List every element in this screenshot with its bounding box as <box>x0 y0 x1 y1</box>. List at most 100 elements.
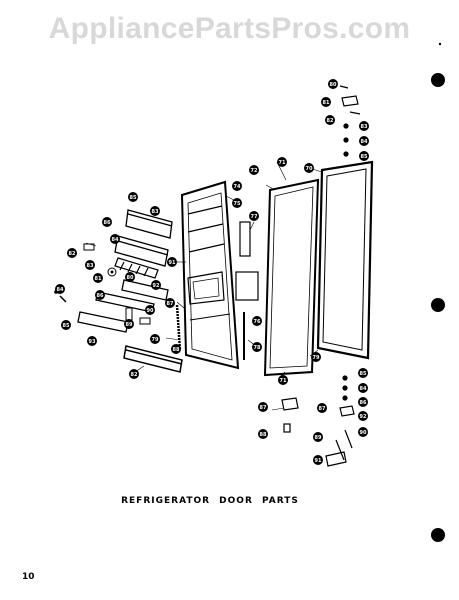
callout-86c: 86 <box>358 397 368 407</box>
svg-text:84: 84 <box>57 287 64 293</box>
callout-89: 89 <box>124 319 134 329</box>
svg-text:89: 89 <box>126 322 133 328</box>
callout-83c: 83 <box>85 260 95 270</box>
callout-79: 79 <box>311 352 321 362</box>
part-callouts: 80 81 82 83 84 85 72 71 70 74 75 77 76 7… <box>55 79 369 465</box>
shelf-knob-81 <box>107 267 117 277</box>
binder-hole-bottom <box>431 528 445 542</box>
svg-text:85: 85 <box>360 371 367 377</box>
svg-text:70: 70 <box>306 166 313 172</box>
svg-text:81: 81 <box>95 276 102 282</box>
svg-text:91: 91 <box>315 458 322 464</box>
svg-text:85: 85 <box>63 323 70 329</box>
svg-text:86: 86 <box>104 220 111 226</box>
door-shelf-bottom <box>123 345 183 373</box>
callout-80: 80 <box>328 79 338 89</box>
lower-hinge-parts <box>281 375 355 467</box>
callout-88b: 88 <box>258 429 268 439</box>
callout-90: 90 <box>145 305 155 315</box>
svg-text:71: 71 <box>280 378 287 384</box>
svg-text:82: 82 <box>131 372 138 378</box>
callout-83: 83 <box>359 121 369 131</box>
callout-76: 76 <box>252 316 262 326</box>
callout-85c: 85 <box>61 320 71 330</box>
callout-77: 77 <box>249 211 259 221</box>
svg-text:80: 80 <box>127 275 134 281</box>
svg-text:90: 90 <box>360 430 367 436</box>
svg-text:89: 89 <box>315 435 322 441</box>
svg-text:77: 77 <box>251 214 258 220</box>
callout-92b: 92 <box>358 411 368 421</box>
svg-text:86: 86 <box>97 293 104 299</box>
callout-82c: 82 <box>129 369 139 379</box>
callout-89b: 89 <box>313 432 323 442</box>
svg-text:76: 76 <box>254 319 261 325</box>
callout-78: 78 <box>252 342 262 352</box>
door-shelf-2 <box>114 235 169 267</box>
callout-91b: 91 <box>313 455 323 465</box>
svg-text:71: 71 <box>279 160 286 166</box>
svg-text:92: 92 <box>153 283 160 289</box>
svg-text:84: 84 <box>360 386 367 392</box>
svg-text:74: 74 <box>234 184 241 190</box>
upper-hinge-parts <box>339 85 361 157</box>
svg-text:83: 83 <box>87 263 94 269</box>
door-shelf-bar <box>77 311 129 333</box>
svg-text:91: 91 <box>169 260 176 266</box>
page-number: 10 <box>22 572 35 582</box>
diagram-caption: REFRIGERATOR DOOR PARTS <box>121 496 299 506</box>
callout-92: 92 <box>151 280 161 290</box>
svg-text:92: 92 <box>360 414 367 420</box>
callout-79b: 79 <box>150 334 160 344</box>
callout-72: 72 <box>249 165 259 175</box>
callout-75: 75 <box>232 198 242 208</box>
svg-text:85: 85 <box>130 195 137 201</box>
svg-text:93: 93 <box>89 339 96 345</box>
svg-text:86: 86 <box>360 400 367 406</box>
svg-text:87: 87 <box>167 301 174 307</box>
filler-panel-76 <box>235 271 259 301</box>
svg-text:88: 88 <box>173 347 180 353</box>
svg-text:80: 80 <box>330 82 337 88</box>
binder-hole-middle <box>431 298 445 312</box>
svg-text:78: 78 <box>254 345 261 351</box>
callout-70: 70 <box>304 163 314 173</box>
door-shelf-upper <box>125 209 173 239</box>
callout-83b: 83 <box>150 206 160 216</box>
callout-86b: 86 <box>95 290 105 300</box>
door-shelf-3 <box>114 257 159 279</box>
door-gasket-outer <box>316 160 374 360</box>
svg-text:82: 82 <box>69 251 76 257</box>
callout-84d: 84 <box>358 383 368 393</box>
callout-93: 93 <box>87 336 97 346</box>
callout-84: 84 <box>359 136 369 146</box>
svg-text:81: 81 <box>323 100 330 106</box>
svg-text:87: 87 <box>260 405 267 411</box>
callout-85b: 85 <box>128 192 138 202</box>
callout-84b: 84 <box>110 234 120 244</box>
svg-text:75: 75 <box>234 201 241 207</box>
callout-85d: 85 <box>358 368 368 378</box>
svg-text:72: 72 <box>251 168 258 174</box>
svg-text:88: 88 <box>260 432 267 438</box>
svg-text:83: 83 <box>152 209 159 215</box>
callout-81: 81 <box>321 97 331 107</box>
svg-text:83: 83 <box>361 124 368 130</box>
callout-88: 88 <box>171 344 181 354</box>
svg-text:85: 85 <box>361 154 368 160</box>
clip-89 <box>125 307 133 321</box>
callout-85: 85 <box>359 151 369 161</box>
svg-text:84: 84 <box>112 237 119 243</box>
trim-strip-77 <box>239 221 251 257</box>
svg-text:79: 79 <box>313 355 320 361</box>
door-shelf-4 <box>121 279 169 301</box>
callout-71: 71 <box>277 157 287 167</box>
callout-91: 91 <box>167 257 177 267</box>
door-outer-shell <box>180 180 240 370</box>
callout-87: 87 <box>165 298 175 308</box>
svg-text:84: 84 <box>361 139 368 145</box>
callout-90b: 90 <box>358 427 368 437</box>
binder-hole-top <box>431 73 445 87</box>
